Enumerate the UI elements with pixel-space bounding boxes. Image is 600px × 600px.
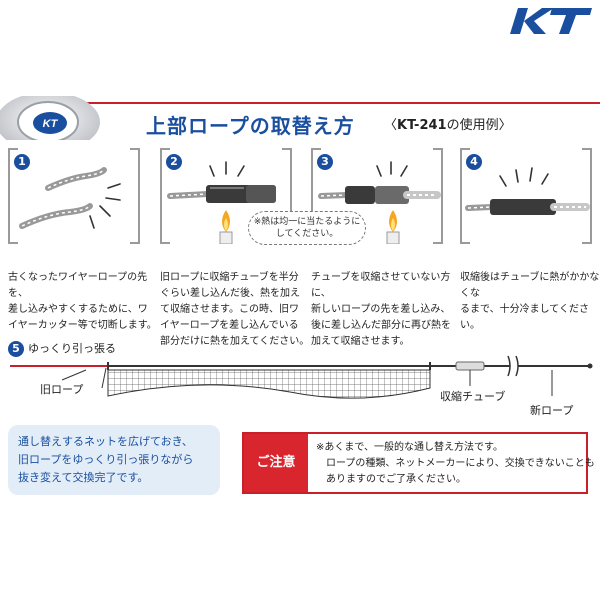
page-title: 上部ロープの取替え方 (146, 114, 355, 138)
page-subtitle: 〈KT-241の使用例〉 (384, 118, 512, 133)
step-4-panel: 4 (460, 148, 592, 244)
title-band: KT 上部ロープの取替え方 〈KT-241の使用例〉 (0, 96, 600, 144)
step-number: 3 (317, 154, 333, 170)
svg-text:KT: KT (43, 118, 59, 130)
step-number: 5 (8, 341, 24, 357)
cut-wire-rope-icon (19, 167, 121, 229)
caution-notice: ご注意 ※あくまで、一般的な通し替え方法です。 ロープの種類、ネットメーカーによ… (242, 432, 595, 494)
step-number: 1 (14, 154, 30, 170)
step-number: 2 (166, 154, 182, 170)
shrink-tube-label: 収縮チューブ (440, 390, 506, 403)
caution-text: ※あくまで、一般的な通し替え方法です。 ロープの種類、ネットメーカーにより、交換… (316, 442, 595, 485)
new-rope-label: 新ロープ (530, 404, 574, 417)
caution-tag: ご注意 (244, 434, 308, 492)
step-4-description: 収縮後はチューブに熱がかかなくな るまで、十分冷ましてください。 (460, 272, 600, 331)
insert-new-rope-icon (318, 161, 441, 244)
model-number: KT-241 (397, 118, 447, 133)
step-2-description: 旧ロープに収縮チューブを半分 ぐらい差し込んだ後、熱を加え て収縮させます。この… (160, 272, 310, 347)
step-2-panel: 2 (160, 148, 292, 244)
heat-note-bubble: ※熱は均一に当たるように してください。 (248, 211, 366, 245)
step-number: 4 (466, 154, 482, 170)
step-1-description: 古くなったワイヤーロープの先を、 差し込みやすくするために、ワ イヤーカッター等… (8, 272, 157, 331)
cooled-tube-icon (465, 167, 590, 215)
old-rope-label: 旧ロープ (40, 383, 84, 396)
completion-info-box: 通し替えするネットを広げておき、 旧ロープをゆっくり引っ張りながら 抜き変えて交… (8, 425, 220, 495)
net-rope-diagram (10, 355, 593, 399)
brand-logo (510, 8, 592, 34)
kt-emblem-icon: KT (0, 96, 100, 140)
step-3-description: チューブを収縮させていない方に、 新しいロープの先を差し込み、 後に差し込んだ部… (311, 272, 451, 347)
shrink-tube-heating-icon (167, 161, 276, 244)
title-rule (72, 102, 600, 104)
step-1-panel: 1 (8, 148, 140, 244)
